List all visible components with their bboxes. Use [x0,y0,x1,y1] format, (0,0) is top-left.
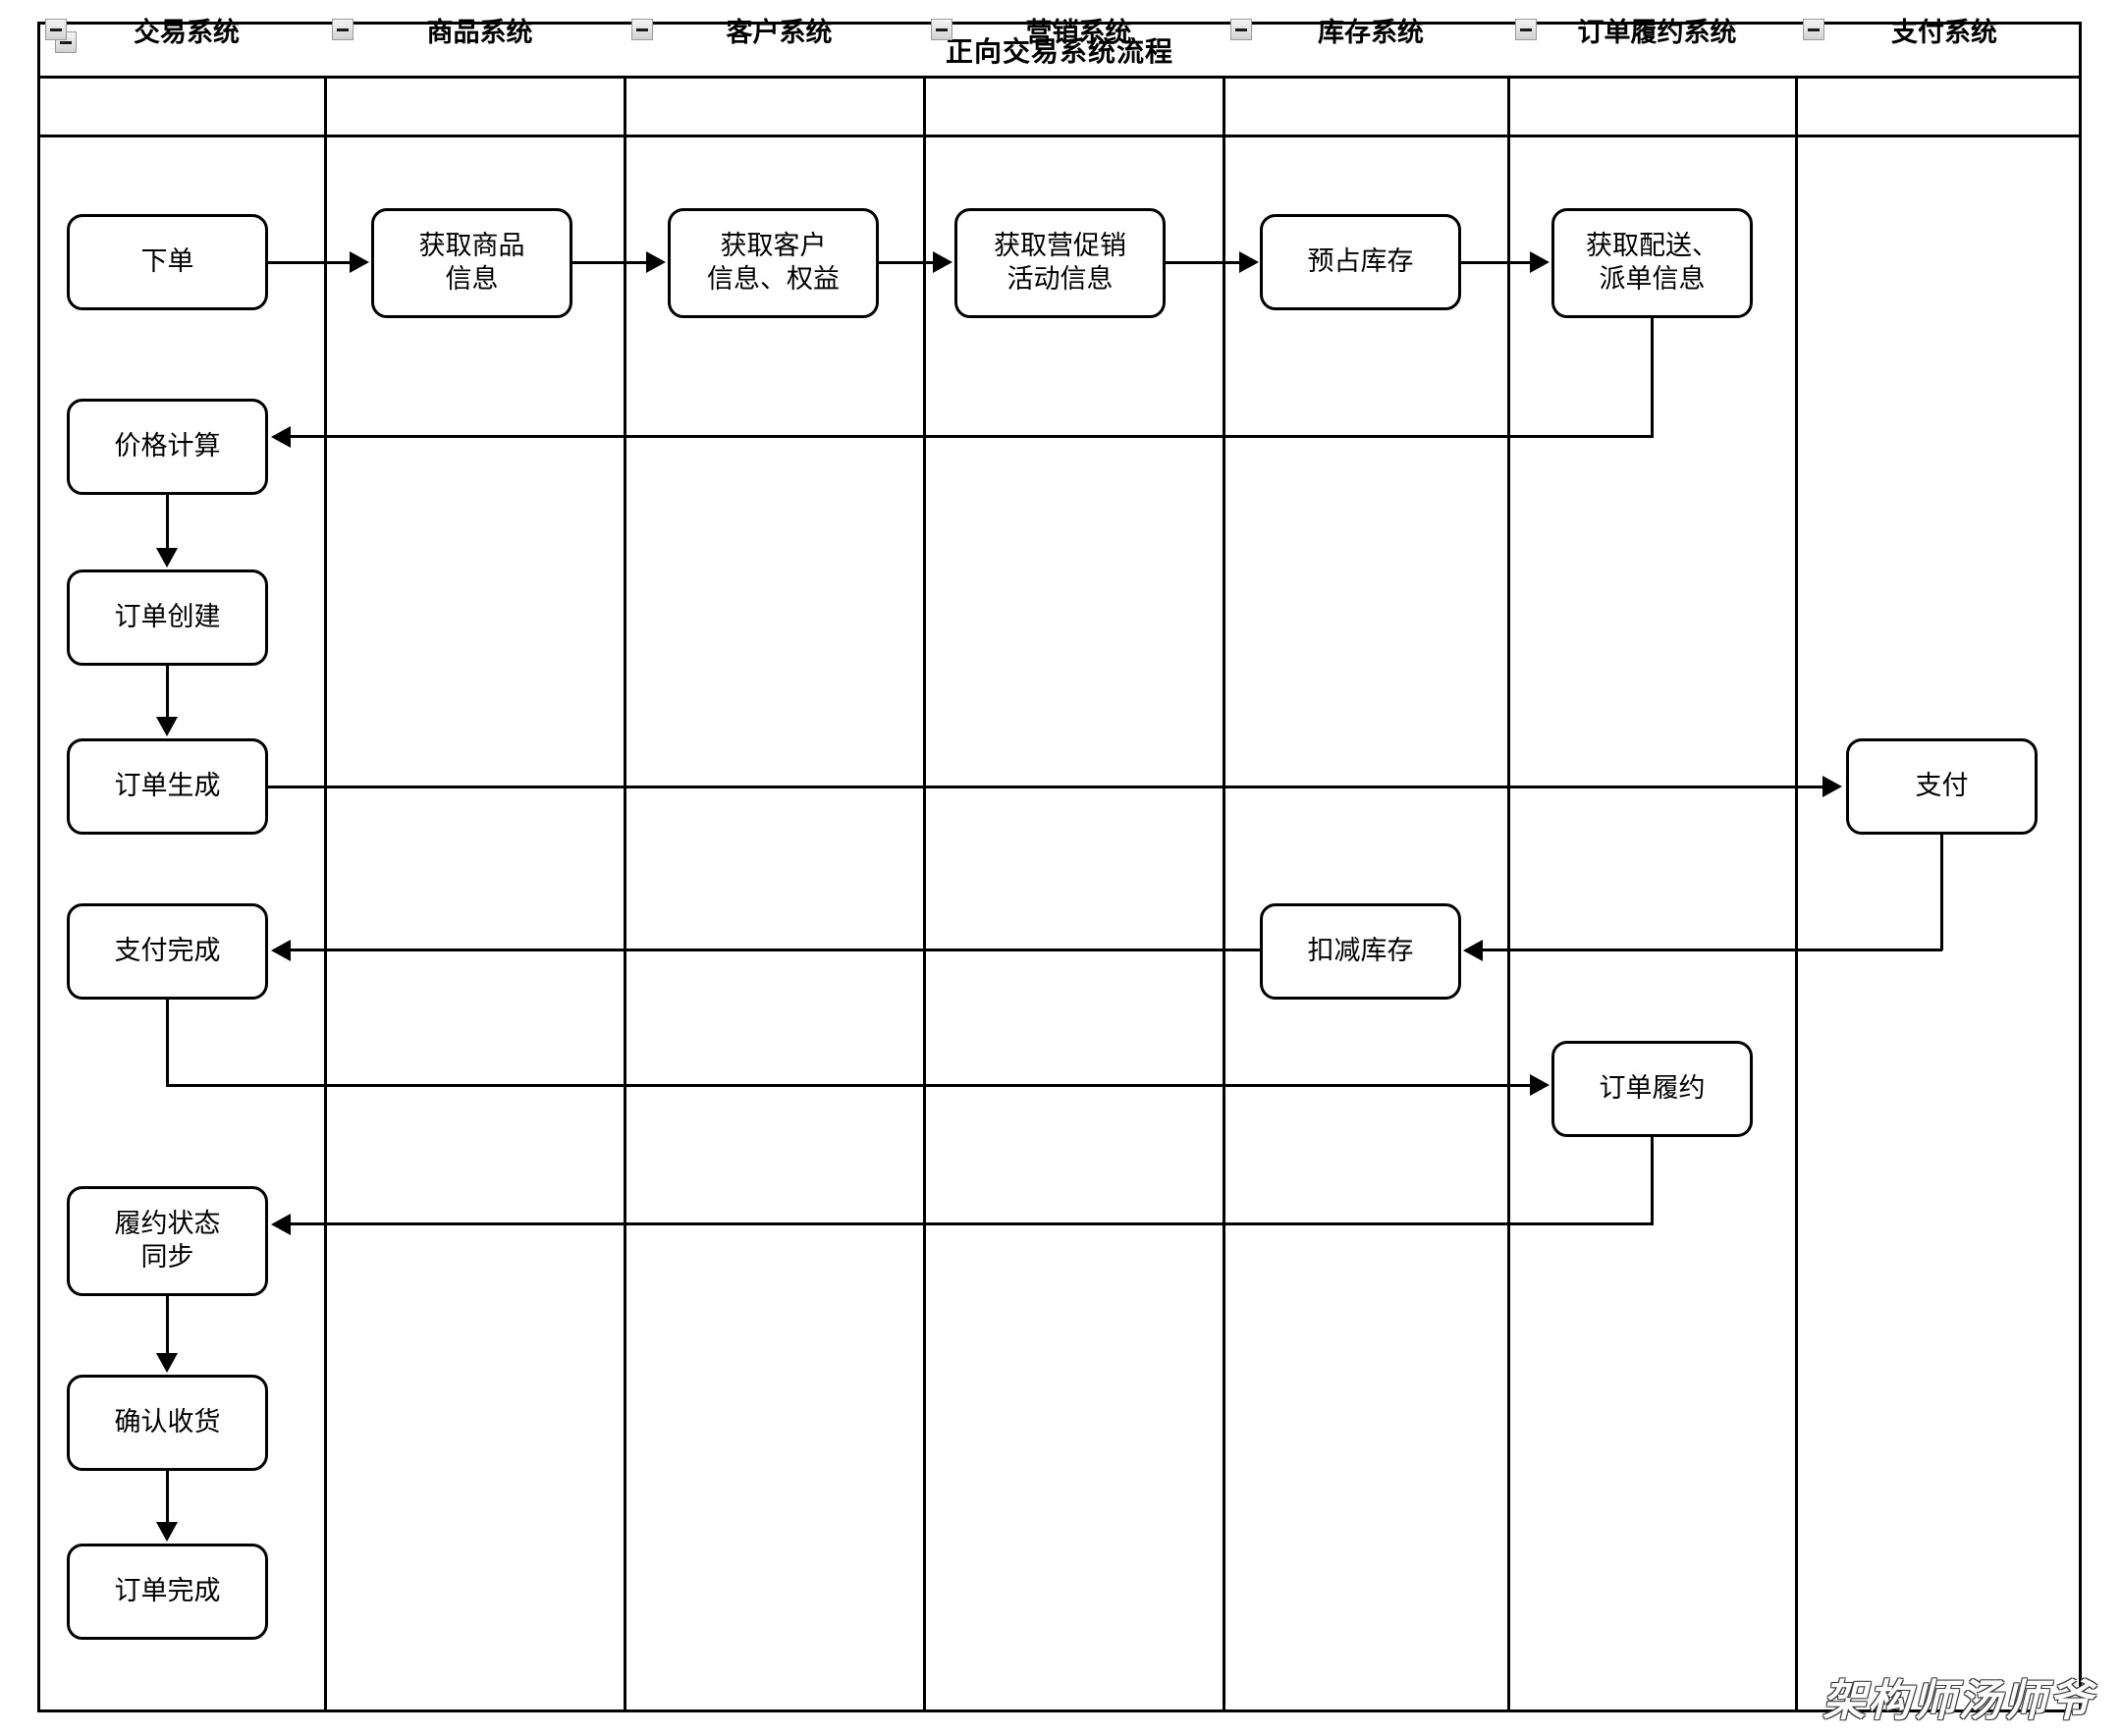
lane-header-marketing[interactable]: 营销系统 [923,0,1223,59]
node-deduct-stock[interactable]: 扣减库存 [1260,903,1461,1000]
edge-line [1651,1137,1654,1225]
lane-label: 客户系统 [726,17,833,48]
lane-label: 交易系统 [134,17,240,48]
minus-icon[interactable] [931,19,952,40]
edge-arrow [156,1522,178,1542]
node-confirm-receipt[interactable]: 确认收货 [67,1375,268,1471]
edge-line [1461,261,1532,264]
lane-separator [1223,79,1225,1710]
page-title: 正向交易系统流程 [945,35,1173,68]
edge-arrow [271,426,291,448]
edge-line [290,949,1262,951]
lane-separator [1507,79,1510,1710]
minus-icon[interactable] [631,19,653,40]
edge-arrow [1530,251,1550,273]
lane-label: 库存系统 [1318,17,1424,48]
edge-arrow [1530,1074,1550,1096]
lane-header-fulfillment[interactable]: 订单履约系统 [1507,0,1795,59]
edge-line [166,1296,169,1357]
node-get-shipping-info[interactable]: 获取配送、 派单信息 [1551,208,1753,318]
edge-arrow [1822,776,1842,797]
lane-separator [624,79,626,1710]
node-reserve-stock[interactable]: 预占库存 [1260,214,1461,310]
lane-header-trade[interactable]: 交易系统 [37,0,324,59]
edge-arrow [271,1214,291,1235]
lane-header-band [37,79,2082,137]
minus-icon[interactable] [1803,19,1824,40]
edge-line [290,435,1654,438]
edge-line [572,261,650,264]
edge-line [1651,318,1654,438]
edge-line [166,1084,1533,1087]
edge-arrow [156,717,178,736]
node-order-completed[interactable]: 订单完成 [67,1544,268,1640]
pool-title-band [37,22,2082,79]
edge-line [166,666,169,721]
node-get-product-info[interactable]: 获取商品 信息 [371,208,572,318]
minus-icon[interactable] [45,19,67,40]
edge-line [166,1000,169,1086]
node-order-create[interactable]: 订单创建 [67,570,268,666]
edge-arrow [156,548,178,568]
edge-arrow [156,1353,178,1373]
edge-arrow [1239,251,1259,273]
lane-header-product[interactable]: 商品系统 [324,0,624,59]
lane-separator [324,79,327,1710]
node-order-generated[interactable]: 订单生成 [67,738,268,835]
node-get-customer-info[interactable]: 获取客户 信息、权益 [668,208,879,318]
edge-line [166,495,169,552]
edge-arrow [271,940,291,961]
node-place-order[interactable]: 下单 [67,214,268,310]
edge-arrow [933,251,952,273]
edge-arrow [1463,940,1483,961]
minus-icon[interactable] [1515,19,1537,40]
node-get-promotion-info[interactable]: 获取营促销 活动信息 [954,208,1166,318]
lane-header-customer[interactable]: 客户系统 [624,0,923,59]
lane-label: 订单履约系统 [1577,17,1737,48]
edge-arrow [350,251,369,273]
edge-line [1940,835,1943,950]
lane-separator [923,79,926,1710]
edge-line [268,786,1824,788]
edge-line [290,1222,1654,1225]
edge-line [879,261,936,264]
node-price-calculation[interactable]: 价格计算 [67,399,268,495]
lane-header-payment[interactable]: 支付系统 [1795,0,2082,59]
edge-line [1166,261,1242,264]
node-fulfillment-status-sync[interactable]: 履约状态 同步 [67,1186,268,1296]
edge-line [1483,949,1942,951]
node-order-fulfillment[interactable]: 订单履约 [1551,1041,1753,1137]
edge-arrow [646,251,666,273]
edge-line [166,1471,169,1526]
node-payment[interactable]: 支付 [1846,738,2038,835]
lane-label: 商品系统 [426,17,533,48]
lane-header-inventory[interactable]: 库存系统 [1223,0,1507,59]
minus-icon[interactable] [332,19,354,40]
edge-line [268,261,352,264]
lane-label: 营销系统 [1025,17,1132,48]
lane-separator [1795,79,1798,1710]
lane-label: 支付系统 [1891,17,1997,48]
node-payment-completed[interactable]: 支付完成 [67,903,268,1000]
minus-icon[interactable] [1230,19,1252,40]
